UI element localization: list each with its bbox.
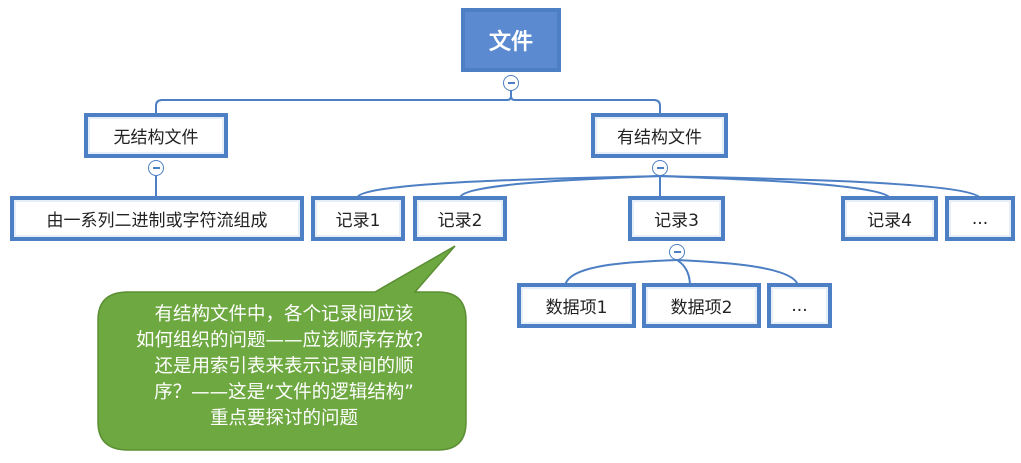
callout-line: 还是用索引表来表示记录间的顺 (154, 356, 414, 377)
collapse-toggle-root[interactable] (503, 75, 519, 91)
connector-record-more (659, 175, 981, 199)
collapse-toggle-record-3[interactable] (669, 244, 685, 260)
node-structured-label: 有结构文件 (617, 128, 702, 148)
minus-icon (656, 167, 664, 169)
node-data-item-2[interactable]: 数据项2 (642, 283, 761, 328)
node-record-3[interactable]: 记录3 (628, 196, 725, 241)
root-node-file[interactable]: 文件 (461, 8, 561, 72)
node-binary-or-char-stream[interactable]: 由一系列二进制或字符流组成 (10, 196, 304, 241)
callout-shape (97, 245, 467, 451)
node-unstructured-file[interactable]: 无结构文件 (84, 113, 228, 158)
minus-icon (673, 251, 681, 253)
node-unstructured-label: 无结构文件 (113, 128, 199, 148)
node-binary-stream-label: 由一系列二进制或字符流组成 (46, 211, 268, 231)
connector-data-item-more (676, 259, 799, 287)
data-item-label: 数据项2 (670, 298, 733, 318)
node-record-4[interactable]: 记录4 (841, 196, 938, 241)
callout-line: 重点要探讨的问题 (209, 408, 358, 429)
record-label: 记录3 (654, 211, 699, 231)
callout-line: 序？——这是“文件的逻辑结构” (154, 382, 414, 403)
connector-data-item-1 (564, 259, 678, 287)
record-label: 记录2 (437, 211, 483, 231)
node-data-item-more[interactable]: ... (767, 283, 832, 328)
callout-text: 有结构文件中，各个记录间应该 如何组织的问题——应该顺序存放？ 还是用索引表来表… (100, 302, 468, 432)
callout-line: 有结构文件中，各个记录间应该 (154, 304, 414, 325)
collapse-toggle-structured[interactable] (652, 160, 668, 176)
connector-record-2 (459, 175, 661, 199)
minus-icon (152, 167, 160, 169)
node-record-2[interactable]: 记录2 (413, 196, 507, 241)
minus-icon (507, 82, 515, 84)
callout-line: 如何组织的问题——应该顺序存放？ (135, 330, 432, 351)
data-item-label: ... (791, 295, 808, 316)
record-label: 记录1 (335, 211, 381, 231)
node-structured-file[interactable]: 有结构文件 (591, 113, 728, 158)
record-label: 记录4 (867, 211, 912, 231)
collapse-toggle-unstructured[interactable] (148, 160, 164, 176)
root-node-label: 文件 (488, 30, 533, 55)
data-item-label: 数据项1 (545, 298, 608, 318)
node-record-1[interactable]: 记录1 (311, 196, 405, 241)
record-label: ... (971, 208, 989, 229)
node-record-more[interactable]: ... (945, 196, 1015, 241)
connector-root-structured (510, 90, 661, 116)
node-data-item-1[interactable]: 数据项1 (517, 283, 636, 328)
